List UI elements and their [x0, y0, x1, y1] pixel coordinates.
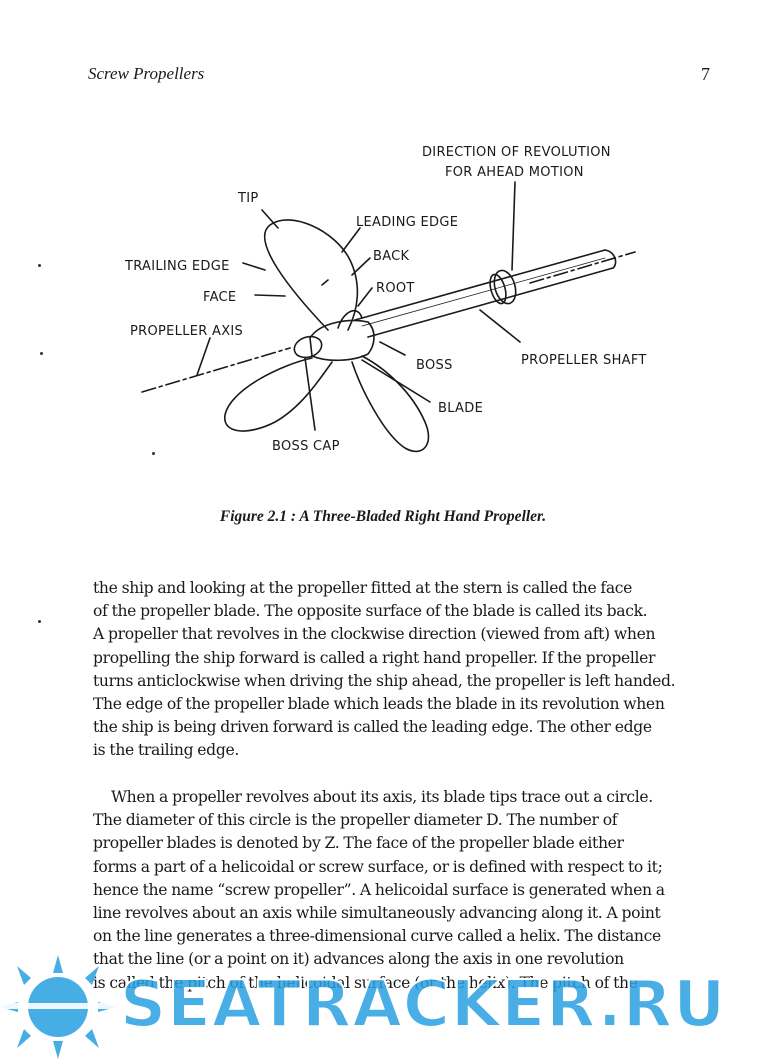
label-root: ROOT — [376, 281, 415, 296]
paragraph-line: turns anticlockwise when driving the shi… — [93, 671, 676, 690]
leader-root — [357, 287, 373, 307]
page-number: 7 — [701, 64, 710, 84]
scan-speck — [40, 352, 43, 355]
paragraph-line: the ship is being driven forward is call… — [93, 718, 652, 737]
paragraph-line: propeller blades is denoted by Z. The fa… — [93, 834, 624, 853]
paragraph-line: is the trailing edge. — [93, 741, 239, 760]
shaft-lower-edge — [367, 267, 614, 338]
paragraph-line: When a propeller revolves about its axis… — [111, 788, 653, 806]
paragraph-line: line revolves about an axis while simult… — [93, 904, 661, 923]
label-face: FACE — [203, 290, 236, 305]
label-boss-cap: BOSS CAP — [272, 439, 340, 454]
label-boss: BOSS — [416, 358, 453, 373]
upper-blade-root — [337, 309, 363, 329]
label-propeller-axis: PROPELLER AXIS — [130, 324, 243, 339]
paragraph-line: the ship and looking at the propeller fi… — [93, 579, 633, 597]
boss — [309, 319, 375, 362]
propeller-diagram: DIRECTION OF REVOLUTION FOR AHEAD MOTION… — [124, 145, 647, 454]
paragraph-1: the ship and looking at the propeller fi… — [93, 577, 719, 763]
label-blade: BLADE — [438, 401, 483, 416]
label-leading-edge: LEADING EDGE — [356, 215, 458, 230]
label-direction-1: DIRECTION OF REVOLUTION — [422, 145, 611, 160]
shaft-highlight — [361, 257, 606, 327]
leader-face — [254, 294, 286, 297]
leader-trailing-edge — [242, 262, 266, 271]
label-trailing-edge: TRAILING EDGE — [124, 259, 230, 274]
shaft-upper-edge — [354, 249, 606, 321]
shaft-collar-inner — [489, 273, 507, 305]
shaft-collar — [493, 269, 517, 305]
propeller-figure: DIRECTION OF REVOLUTION FOR AHEAD MOTION… — [100, 130, 690, 480]
upper-blade-dash — [321, 279, 329, 286]
watermark-text: SEATRACKER.RU — [119, 967, 727, 1043]
leader-boss — [379, 341, 406, 356]
label-propeller-shaft: PROPELLER SHAFT — [521, 353, 647, 368]
lower-left-blade — [224, 357, 333, 432]
leader-shaft — [479, 309, 521, 343]
leader-direction — [511, 181, 516, 271]
leader-tip — [261, 209, 279, 229]
leader-leading-edge — [341, 227, 361, 253]
watermark-logo — [0, 955, 120, 1059]
running-title: Screw Propellers — [88, 64, 205, 83]
leader-back — [351, 257, 371, 276]
label-back: BACK — [373, 249, 410, 264]
paragraph-line: A propeller that revolves in the clockwi… — [93, 625, 656, 644]
label-tip: TIP — [237, 191, 259, 206]
paragraph-line: The edge of the propeller blade which le… — [93, 695, 665, 714]
label-direction-2: FOR AHEAD MOTION — [445, 165, 584, 180]
scan-speck — [152, 452, 155, 455]
leader-blade — [361, 359, 431, 403]
paragraph-line: The diameter of this circle is the prope… — [93, 811, 618, 830]
scan-speck — [38, 264, 41, 267]
paragraph-line: of the propeller blade. The opposite sur… — [93, 602, 648, 621]
shaft-end — [604, 249, 617, 269]
figure-caption: Figure 2.1 : A Three-Bladed Right Hand P… — [219, 508, 547, 525]
propeller-axis-line-far — [529, 251, 636, 284]
paragraph-line: on the line generates a three-dimensiona… — [93, 927, 661, 946]
leader-propeller-axis — [196, 337, 211, 376]
boss-cap — [293, 335, 323, 359]
paragraph-line: that the line (or a point on it) advance… — [93, 950, 624, 969]
leader-boss-cap — [304, 357, 316, 431]
upper-blade — [264, 219, 359, 331]
paragraph-line: is called the pitch of the helicoidal su… — [93, 973, 638, 992]
scan-speck — [38, 620, 41, 623]
paragraph-line: propelling the ship forward is called a … — [93, 648, 656, 667]
paragraph-line: forms a part of a helicoidal or screw su… — [93, 857, 663, 876]
paragraph-line: hence the name “screw propeller”. A heli… — [93, 880, 665, 899]
propeller-axis-line — [141, 347, 291, 393]
paragraph-2: When a propeller revolves about its axis… — [93, 786, 719, 995]
